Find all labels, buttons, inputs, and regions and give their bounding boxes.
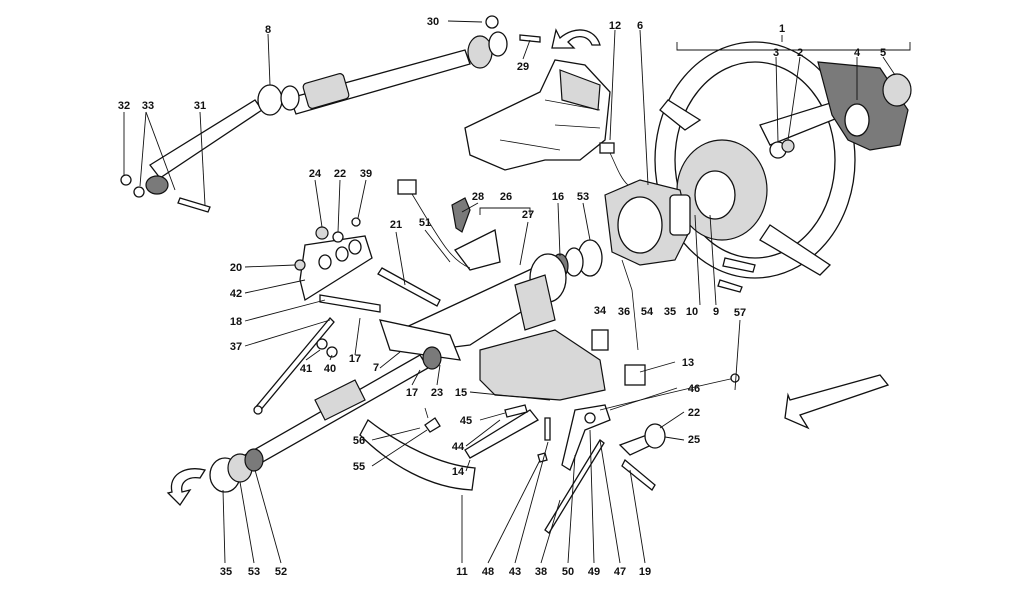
- callout-22-lower: 22: [688, 407, 700, 419]
- cable-46-57: [599, 373, 740, 411]
- callout-4: 4: [854, 47, 861, 59]
- rotation-arrow-top: [551, 28, 601, 49]
- callout-22-upper: 22: [334, 168, 346, 180]
- callout-20: 20: [230, 262, 242, 274]
- callout-28: 28: [472, 191, 484, 203]
- callout-9: 9: [713, 306, 719, 318]
- callout-47: 47: [614, 566, 626, 578]
- lower-bearing-set: [209, 448, 264, 493]
- callout-38: 38: [535, 566, 547, 578]
- shaft-end-bushing: [120, 174, 211, 213]
- callout-26: 26: [500, 191, 512, 203]
- top-bolt: [485, 15, 541, 43]
- mounting-bracket: [299, 235, 381, 313]
- stud-21: [377, 267, 441, 307]
- callout-13: 13: [682, 357, 694, 369]
- callout-7: 7: [373, 362, 379, 374]
- direction-arrow: [784, 374, 890, 430]
- callout-42: 42: [230, 288, 242, 300]
- callout-31: 31: [194, 100, 206, 112]
- steering-wheel: [654, 41, 856, 279]
- callout-34: 34: [594, 305, 607, 317]
- column-shroud: [464, 59, 611, 171]
- lower-bracket: [561, 404, 611, 471]
- callout-30: 30: [427, 16, 439, 28]
- callout-43: 43: [509, 566, 521, 578]
- callout-25: 25: [688, 434, 700, 446]
- callout-48: 48: [482, 566, 494, 578]
- wheel-bolts: [717, 257, 756, 293]
- callout-46: 46: [688, 383, 700, 395]
- callout-51: 51: [419, 217, 431, 229]
- ignition-key: [451, 197, 471, 233]
- callout-18: 18: [230, 316, 242, 328]
- steering-column-body: [379, 229, 606, 401]
- callout-41: 41: [300, 363, 312, 375]
- callout-11: 11: [456, 566, 468, 578]
- callout-33: 33: [142, 100, 154, 112]
- callout-23: 23: [431, 387, 443, 399]
- callout-52: 52: [275, 566, 287, 578]
- callout-8: 8: [265, 24, 271, 36]
- callout-17-upper: 17: [349, 353, 361, 365]
- callout-21: 21: [390, 219, 402, 231]
- wiring-loom-51: [397, 179, 471, 269]
- callout-44: 44: [452, 441, 465, 453]
- callout-35-right: 35: [664, 306, 676, 318]
- callout-53-lower: 53: [248, 566, 260, 578]
- washers-40-41: [316, 338, 338, 358]
- intermediate-shaft: [149, 31, 508, 179]
- callout-1: 1: [779, 23, 785, 35]
- callout-labels: 1 2 3 4 5 6 7 8 9 10 11 12 13 14 15 16 1…: [118, 16, 886, 578]
- rods-38-43: [544, 439, 605, 534]
- callout-3: 3: [773, 47, 779, 59]
- lower-steering-shaft: [244, 346, 442, 469]
- callout-55: 55: [353, 461, 365, 473]
- callout-19: 19: [639, 566, 651, 578]
- callout-2: 2: [797, 47, 803, 59]
- callout-37: 37: [230, 341, 242, 353]
- connector-13: [624, 364, 646, 386]
- callout-57: 57: [734, 307, 746, 319]
- connector-plug-12: [599, 142, 629, 186]
- callout-5: 5: [880, 47, 886, 59]
- callout-54: 54: [641, 306, 654, 318]
- callout-16: 16: [552, 191, 564, 203]
- callout-56: 56: [353, 435, 365, 447]
- callout-17-lower: 17: [406, 387, 418, 399]
- cover-14: [464, 409, 539, 459]
- callout-24: 24: [309, 168, 322, 180]
- horn-pad: [817, 61, 912, 151]
- lever-19-25: [618, 423, 666, 491]
- callout-12: 12: [609, 20, 621, 32]
- callout-35-left: 35: [220, 566, 232, 578]
- connector-34: [591, 329, 609, 351]
- callout-36: 36: [618, 306, 630, 318]
- combination-switch: [604, 179, 691, 351]
- clip-parts-55-56: [424, 407, 441, 433]
- rotation-arrow-bottom: [166, 468, 207, 507]
- callout-27: 27: [522, 209, 534, 221]
- tie-rod-37: [253, 317, 335, 415]
- callout-53-upper: 53: [577, 191, 589, 203]
- callout-49: 49: [588, 566, 600, 578]
- callout-39: 39: [360, 168, 372, 180]
- callout-50: 50: [562, 566, 574, 578]
- leader-lines: [123, 20, 911, 564]
- callout-6: 6: [637, 20, 643, 32]
- callout-15: 15: [455, 387, 467, 399]
- callout-45: 45: [460, 415, 472, 427]
- callout-40: 40: [324, 363, 336, 375]
- callout-10: 10: [686, 306, 698, 318]
- callout-32: 32: [118, 100, 130, 112]
- callout-14: 14: [452, 466, 465, 478]
- wheel-nut-and-washer: [769, 139, 795, 159]
- callout-29: 29: [517, 61, 529, 73]
- screws-44-45-48: [504, 404, 551, 463]
- lower-cover-11: [359, 419, 476, 491]
